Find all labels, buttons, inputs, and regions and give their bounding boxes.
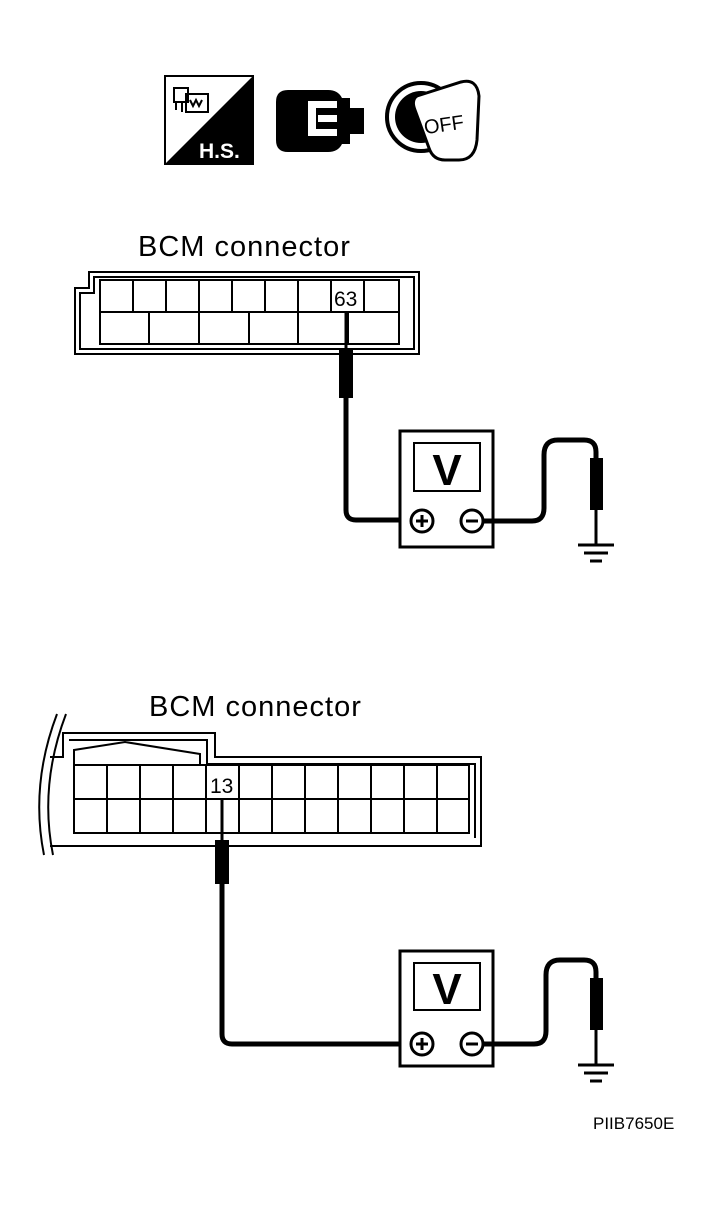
bcm-connector-1 xyxy=(74,271,420,355)
figure-code: PIIB7650E xyxy=(593,1114,674,1133)
ground-symbol-icon xyxy=(578,543,614,563)
bcm-connector-2 xyxy=(38,713,482,856)
ground-lead-1 xyxy=(483,437,614,563)
probe-1 xyxy=(339,312,412,523)
voltmeter-1: V xyxy=(398,429,495,549)
voltmeter-2-label: V xyxy=(432,965,462,1014)
probe-2 xyxy=(215,799,412,1047)
pin-13-label: 13 xyxy=(210,775,233,798)
ground-symbol-icon xyxy=(578,1063,614,1083)
diagram-1-title: BCM connector xyxy=(138,231,351,263)
ignition-key-off-icon: OFF xyxy=(385,79,481,162)
diagram-1: BCM connector 63 xyxy=(74,231,614,563)
diagram-2-title: BCM connector xyxy=(149,691,362,723)
voltmeter-2: V xyxy=(398,949,495,1068)
ground-lead-2 xyxy=(483,957,614,1083)
diagram-2: BCM connector 13 xyxy=(38,691,614,1083)
harness-sensor-icon: H.S. xyxy=(164,75,254,165)
harness-icon-text: H.S. xyxy=(199,140,240,163)
pin-63-label: 63 xyxy=(334,288,357,311)
voltmeter-1-label: V xyxy=(432,446,462,495)
connector-icon xyxy=(276,90,364,152)
